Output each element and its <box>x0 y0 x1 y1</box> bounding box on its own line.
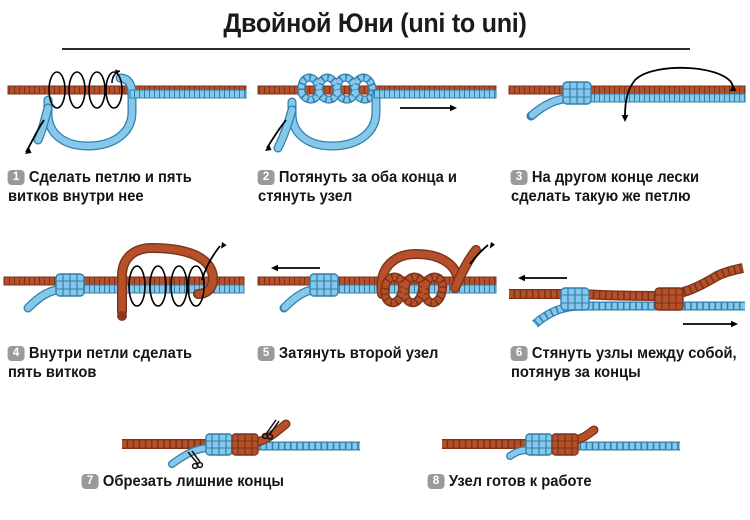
step-5-badge: 5 <box>257 346 275 361</box>
step-3-badge: 3 <box>510 170 528 185</box>
step-1-badge: 1 <box>7 170 25 185</box>
step-2-text: Потянуть за оба конца и стянуть узел <box>258 169 457 205</box>
step-7-badge: 7 <box>81 474 99 489</box>
step-5-figure <box>257 242 497 313</box>
step-4-text: Внутри петли сделать пять витков <box>8 345 193 381</box>
step-8-text: Узел готов к работе <box>448 473 592 490</box>
step-6-text: Стянуть узлы между собой, потянув за кон… <box>511 345 737 381</box>
step-4-figure <box>3 242 245 321</box>
step-3-text: На другом конце лески сделать такую же п… <box>511 169 700 205</box>
page-title: Двойной Юни (uni to uni) <box>223 8 527 38</box>
step-7-text: Обрезать лишние концы <box>102 473 284 490</box>
knot-block <box>562 81 592 105</box>
step-1-figure <box>7 69 247 154</box>
step-1-text: Сделать петлю и пять витков внутри нее <box>8 169 192 205</box>
step-7-figure <box>122 419 360 470</box>
step-4-badge: 4 <box>7 346 25 361</box>
step-2-badge: 2 <box>257 170 275 185</box>
title-divider <box>62 48 690 50</box>
step-5-text: Затянуть второй узел <box>278 345 439 362</box>
scissors-icon-top <box>261 419 280 440</box>
step-2-figure <box>257 73 497 153</box>
step-8-badge: 8 <box>427 474 445 489</box>
step-6-figure <box>509 263 745 328</box>
step-3-figure <box>508 66 746 122</box>
scissors-icon-bottom <box>187 450 204 470</box>
step-8-figure <box>442 425 680 460</box>
step-6-badge: 6 <box>510 346 528 361</box>
